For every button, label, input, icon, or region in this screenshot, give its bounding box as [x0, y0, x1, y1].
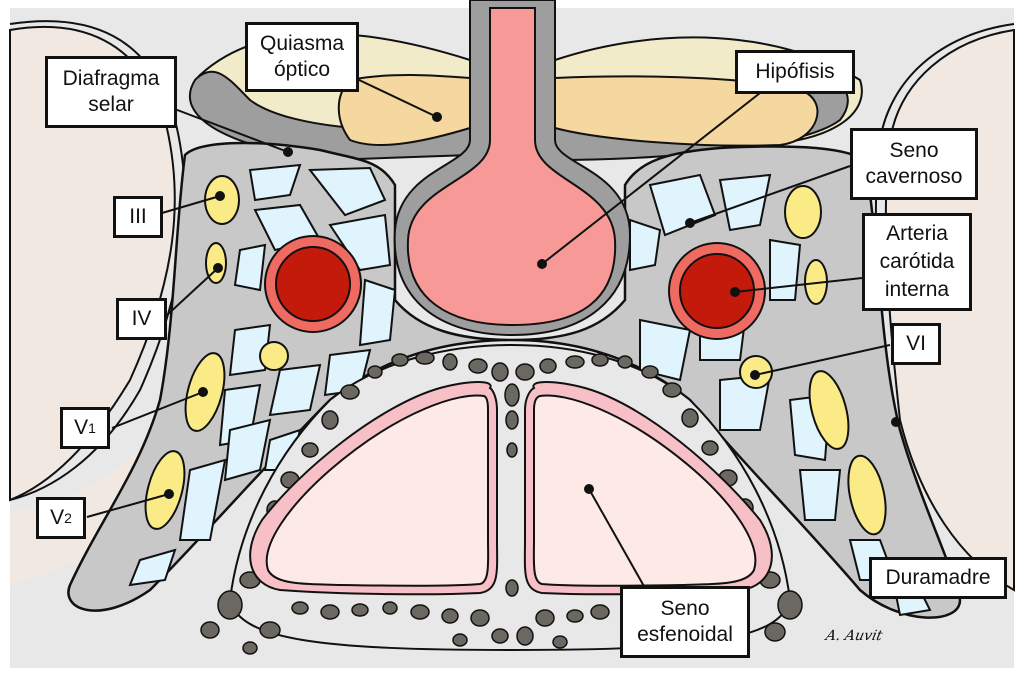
label-hipofisis: Hipófisis — [735, 50, 855, 94]
right-sphenoid-sinus-inner — [532, 394, 757, 587]
right-internal-carotid — [668, 242, 766, 340]
leader-lines — [86, 69, 901, 589]
quiasma-dot — [432, 112, 442, 122]
nerve-iv — [205, 242, 227, 284]
vi-dot — [750, 370, 760, 380]
iii-dot — [215, 191, 225, 201]
label-diafragma-selar: Diafragma selar — [45, 56, 177, 128]
label-duramadre: Duramadre — [869, 557, 1007, 599]
left-internal-carotid — [264, 235, 362, 333]
duramadre-dot — [891, 417, 901, 427]
nerve-small-left — [259, 341, 289, 371]
seno-esfenoidal-dot — [584, 484, 594, 494]
label-arteria-carotida-interna: Arteria carótida interna — [862, 213, 972, 311]
v2-dot — [164, 489, 174, 499]
v1-dot — [198, 387, 208, 397]
seno-cavernoso-dot — [685, 218, 695, 228]
label-seno-esfenoidal: Seno esfenoidal — [620, 586, 750, 658]
iv-dot — [213, 263, 223, 273]
label-quiasma-optico: Quiasma óptico — [245, 22, 359, 92]
nervio-v2-subscript: 2 — [64, 510, 72, 526]
hipofisis-dot — [537, 259, 547, 269]
label-nervio-vi: VI — [891, 323, 941, 365]
nervio-v1-main: V — [74, 416, 89, 439]
right-cranial-nerves — [739, 185, 887, 536]
label-nervio-iii: III — [113, 196, 163, 238]
optic-chiasm — [337, 73, 819, 147]
left-sphenoid-sinus-inner — [265, 394, 490, 587]
carotida-dot — [730, 287, 740, 297]
nervio-v2-main: V — [50, 506, 65, 529]
left-temporal-lobe — [9, 26, 176, 502]
nervio-v1-subscript: 1 — [88, 420, 96, 436]
label-seno-cavernoso: Seno cavernoso — [850, 128, 978, 200]
pituitary-gland — [406, 7, 617, 327]
artist-signature: A. Auvit — [824, 628, 884, 644]
diafragma-selar-dot — [283, 147, 293, 157]
nerve-v2 — [144, 450, 186, 530]
label-nervio-iv: IV — [116, 298, 167, 340]
